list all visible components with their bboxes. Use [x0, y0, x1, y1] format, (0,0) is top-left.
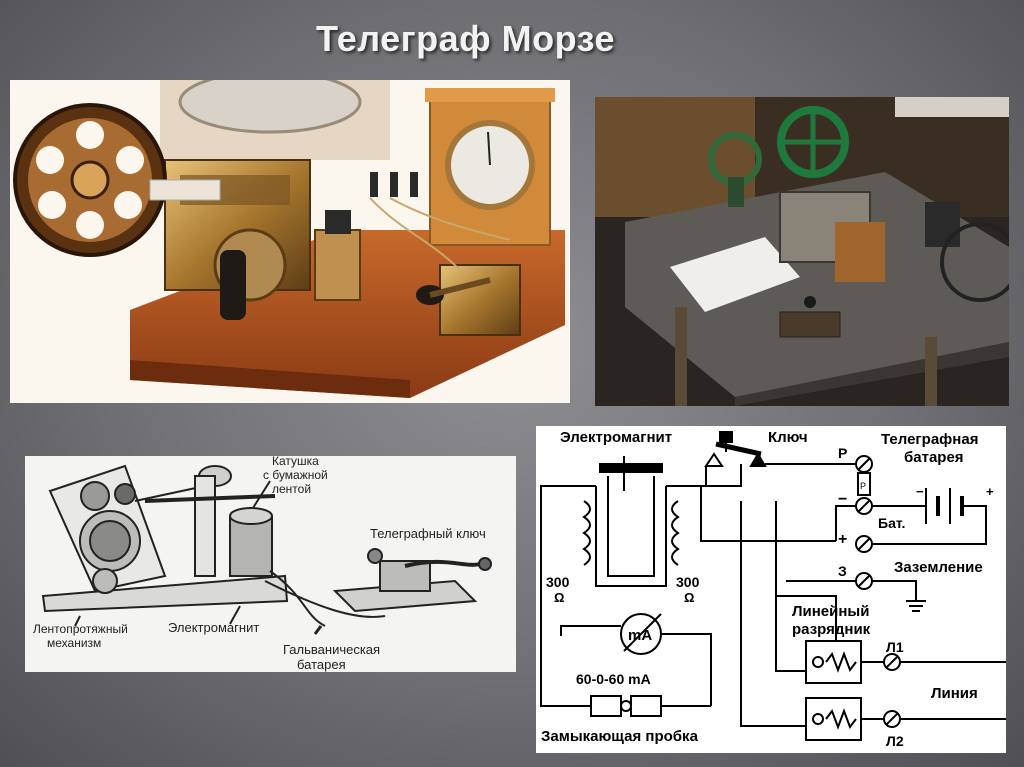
electromagnet-label: Электромагнит — [560, 429, 672, 446]
terminal-p-small-label: Р — [860, 481, 866, 491]
resistance-left-unit: Ω — [554, 590, 564, 605]
terminal-minus-label: − — [838, 491, 847, 508]
resistance-right-unit: Ω — [684, 590, 694, 605]
arrester-label-line2: разрядник — [792, 621, 871, 638]
electromagnet-label: Электромагнит — [168, 620, 259, 635]
resistance-right: 300 — [676, 574, 700, 590]
terminal-bat-label: Бат. — [878, 515, 905, 531]
resistance-left: 300 — [546, 574, 570, 590]
battery-label-line2: батарея — [297, 657, 346, 672]
plug-label: Замыкающая пробка — [541, 728, 699, 745]
telegraph-apparatus-photo — [10, 80, 570, 403]
meter-scale: 60-0-60 mA — [576, 671, 651, 687]
battery-label-line2: батарея — [904, 449, 964, 466]
line-label: Линия — [931, 685, 978, 702]
slide-title: Телеграф Морзе — [316, 18, 616, 59]
terminal-z-label: З — [838, 563, 847, 579]
telegraph-sketch: Катушка с бумажной лентой Телеграфный кл… — [25, 456, 516, 672]
key-label: Телеграфный ключ — [370, 526, 486, 541]
line1-label: Л1 — [886, 639, 904, 655]
battery-plus-label: + — [986, 484, 994, 499]
ground-label: Заземление — [894, 559, 983, 576]
terminal-p-label: Р — [838, 445, 847, 461]
terminal-plus-label: + — [838, 531, 847, 548]
line2-label: Л2 — [886, 733, 904, 749]
battery-label-line1: Телеграфная — [881, 431, 978, 448]
telegraph-on-table-photo — [595, 97, 1009, 406]
battery-minus-label: − — [916, 484, 924, 499]
arrester-label-line1: Линейный — [792, 603, 869, 620]
meter-unit: mA — [628, 627, 652, 644]
circuit-diagram: Электромагнит Ключ Телеграфная батарея Р… — [536, 426, 1006, 753]
tape-mechanism-label-line2: механизм — [47, 636, 101, 650]
battery-label-line1: Гальваническая — [283, 642, 380, 657]
coil-label-line2: с бумажной — [263, 468, 328, 482]
coil-label-line3: лентой — [272, 482, 311, 496]
coil-label-line1: Катушка — [272, 456, 319, 468]
key-label: Ключ — [768, 429, 808, 446]
tape-mechanism-label-line1: Лентопротяжный — [33, 622, 128, 636]
